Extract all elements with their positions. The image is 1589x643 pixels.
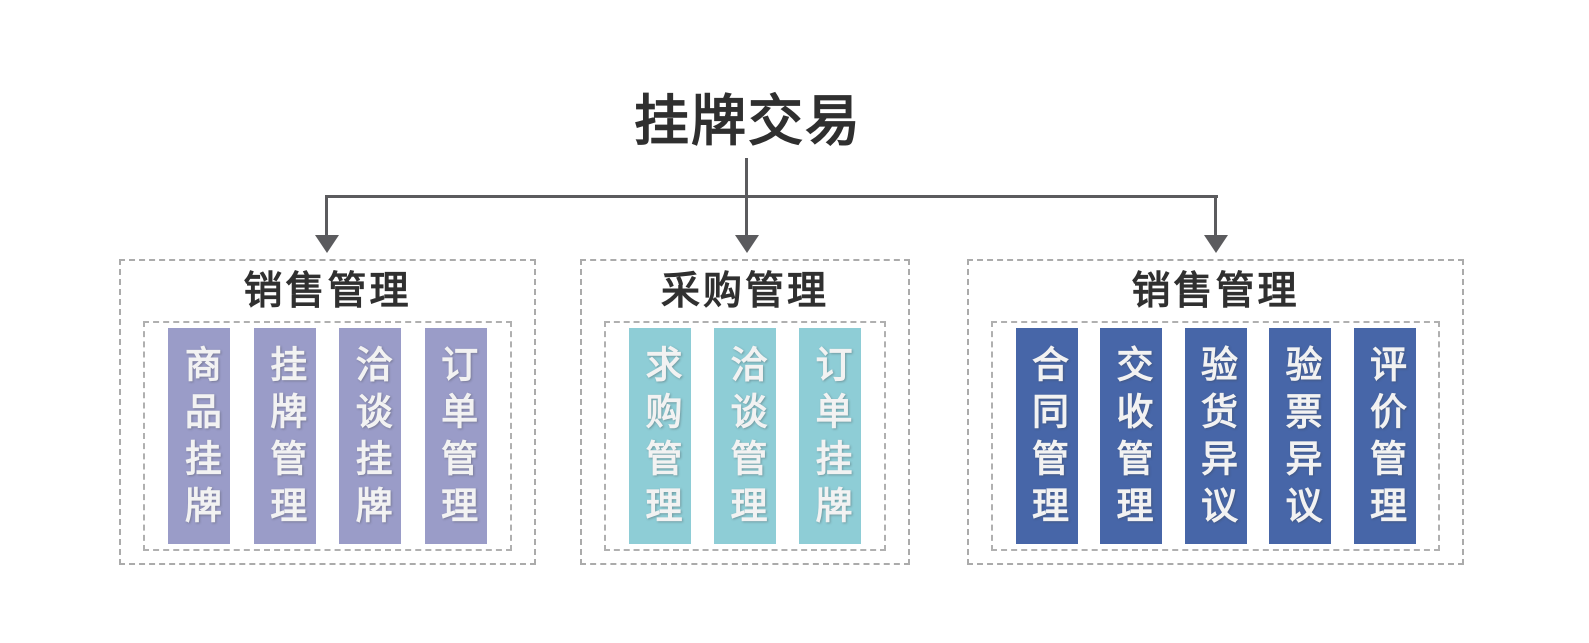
connector-drop-left bbox=[325, 196, 328, 237]
module-label: 商品挂牌 bbox=[179, 345, 221, 533]
module-label: 订单挂牌 bbox=[810, 345, 851, 533]
module-bar: 验票异议 bbox=[1269, 328, 1331, 544]
module-label: 订单管理 bbox=[435, 345, 477, 533]
module-label: 洽谈管理 bbox=[725, 345, 766, 533]
module-bar: 验货异议 bbox=[1184, 328, 1247, 544]
connector-drop-right bbox=[1214, 196, 1217, 237]
module-label: 验货异议 bbox=[1195, 345, 1237, 533]
arrow-down-icon bbox=[1204, 235, 1228, 253]
group-header: 采购管理 bbox=[660, 270, 829, 313]
module-label: 验票异议 bbox=[1280, 345, 1321, 533]
module-bar: 合同管理 bbox=[1015, 328, 1078, 544]
module-label: 洽谈挂牌 bbox=[350, 345, 392, 533]
module-bar: 订单管理 bbox=[424, 328, 487, 544]
group-inner-box: 求购管理 洽谈管理 订单挂牌 bbox=[604, 321, 886, 551]
module-label: 评价管理 bbox=[1364, 345, 1406, 533]
group-sales-management-left: 销售管理 商品挂牌 挂牌管理 洽谈挂牌 订单管理 bbox=[119, 259, 536, 565]
group-header: 销售管理 bbox=[1131, 270, 1300, 313]
diagram-title: 挂牌交易 bbox=[633, 90, 863, 152]
group-inner-box: 合同管理 交收管理 验货异议 验票异议 评价管理 bbox=[991, 321, 1440, 551]
module-bar: 求购管理 bbox=[629, 328, 691, 544]
group-sales-management-right: 销售管理 合同管理 交收管理 验货异议 验票异议 评价管理 bbox=[967, 259, 1464, 565]
module-bar: 交收管理 bbox=[1100, 328, 1162, 544]
connector-drop-middle bbox=[745, 196, 748, 237]
module-bar: 洽谈管理 bbox=[714, 328, 776, 544]
module-label: 挂牌管理 bbox=[264, 345, 306, 533]
module-label: 交收管理 bbox=[1111, 345, 1152, 533]
module-bar: 商品挂牌 bbox=[168, 328, 231, 544]
group-header: 销售管理 bbox=[243, 270, 412, 313]
group-procurement-management: 采购管理 求购管理 洽谈管理 订单挂牌 bbox=[580, 259, 910, 565]
arrow-down-icon bbox=[315, 235, 339, 253]
module-bar: 洽谈挂牌 bbox=[339, 328, 402, 544]
group-inner-box: 商品挂牌 挂牌管理 洽谈挂牌 订单管理 bbox=[143, 321, 512, 551]
connector-stem bbox=[745, 158, 748, 196]
connector-horizontal-line bbox=[325, 195, 1218, 198]
arrow-down-icon bbox=[735, 235, 759, 253]
module-bar: 挂牌管理 bbox=[253, 328, 316, 544]
module-bar: 评价管理 bbox=[1353, 328, 1416, 544]
module-bar: 订单挂牌 bbox=[799, 328, 861, 544]
module-label: 合同管理 bbox=[1026, 345, 1068, 533]
module-label: 求购管理 bbox=[640, 345, 681, 533]
